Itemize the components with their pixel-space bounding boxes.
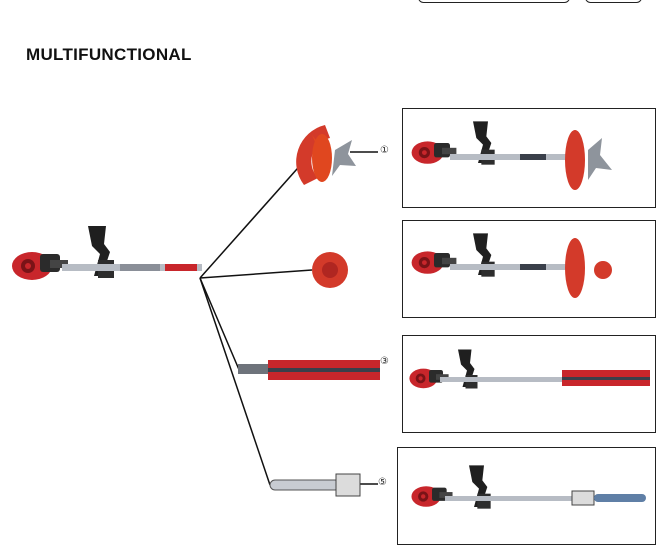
marker-3: ③	[380, 356, 389, 367]
panel-4-machine	[411, 465, 646, 509]
attachment-chainsaw	[269, 473, 361, 497]
panel-1-machine	[411, 121, 612, 190]
panel-2-machine	[411, 233, 612, 298]
page-title: MULTIFUNCTIONAL	[26, 45, 192, 64]
connector-lines	[199, 151, 378, 486]
panel-3-machine	[409, 349, 650, 389]
attachment-blade	[296, 125, 356, 185]
attachment-trimmer	[312, 252, 348, 288]
marker-1: ①	[380, 145, 389, 156]
marker-5: ⑤	[378, 477, 387, 488]
attachment-hedge	[238, 360, 380, 380]
main-machine	[12, 226, 202, 280]
